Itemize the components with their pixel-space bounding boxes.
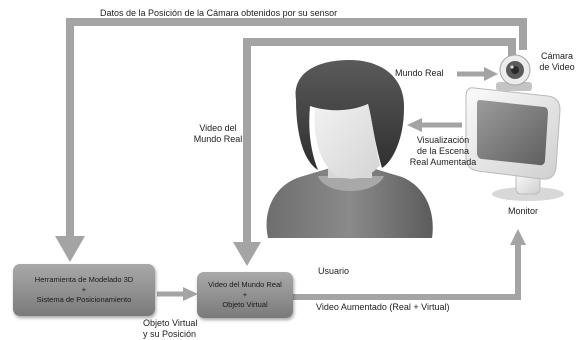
real-world-video-arrow xyxy=(233,38,516,266)
mundo-real-label: Mundo Real xyxy=(395,68,444,78)
objeto-virtual-line1: Objeto Virtual xyxy=(143,318,198,328)
video-mundo-real-line1: Video del xyxy=(199,123,237,133)
feedback-label: Datos de la Posición de la Cámara obteni… xyxy=(100,8,338,18)
modelado-box-line2: Sistema de Posicionamiento xyxy=(36,295,132,304)
visualizacion-line2: de la Escena xyxy=(416,146,470,156)
visualizacion-line1: Visualización xyxy=(416,135,470,145)
video-mix-box-line1: Video del Mundo Real xyxy=(208,280,282,289)
monitor-label: Monitor xyxy=(508,206,539,216)
camera-label: Cámara de Video xyxy=(534,51,580,73)
objeto-virtual-arrow xyxy=(157,287,198,301)
visualizacion-line3: Real Aumentada xyxy=(409,157,477,167)
modelado-box-line1: Herramienta de Modelado 3D xyxy=(34,275,134,284)
monitor-icon xyxy=(465,87,564,201)
visualizacion-arrow xyxy=(407,118,462,132)
objeto-virtual-label: Objeto Virtual y su Posición xyxy=(143,318,197,340)
mundo-real-arrow xyxy=(457,67,498,81)
video-aumentado-label: Video Aumentado (Real + Virtual) xyxy=(316,302,450,312)
video-mundo-real-label: Video del Mundo Real xyxy=(188,123,248,145)
objeto-virtual-line2: y su Posición xyxy=(143,329,197,339)
video-aumentado-arrow xyxy=(293,229,526,300)
user-figure xyxy=(266,60,433,238)
modelado-box-plus: + xyxy=(81,285,87,294)
video-mundo-real-line2: Mundo Real xyxy=(193,134,243,144)
camera-label-line2: de Video xyxy=(539,62,575,72)
modelado-box: Herramienta de Modelado 3D + Sistema de … xyxy=(13,264,155,316)
visualizacion-label: Visualización de la Escena Real Aumentad… xyxy=(406,135,480,168)
camera-position-feedback-arrow xyxy=(55,18,527,262)
camera-label-line1: Cámara xyxy=(540,51,573,61)
video-mix-box-plus: + xyxy=(242,290,248,299)
video-mix-box: Video del Mundo Real + Objeto Virtual xyxy=(197,272,293,318)
usuario-label: Usuario xyxy=(318,266,350,276)
video-mix-box-line2: Objeto Virtual xyxy=(222,300,268,309)
camera-icon xyxy=(496,54,532,91)
